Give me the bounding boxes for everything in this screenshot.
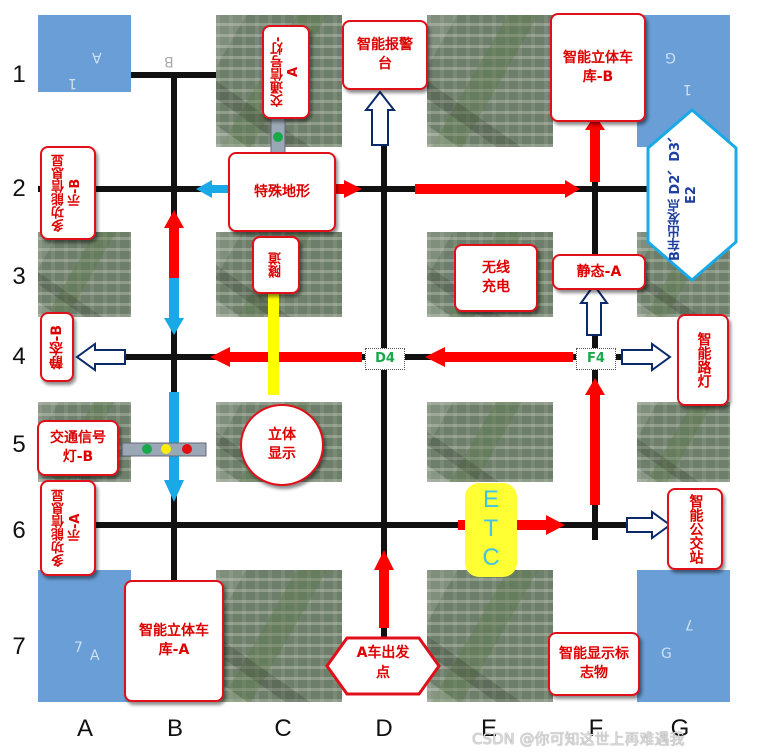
row-label-6: 6 bbox=[12, 517, 26, 544]
parking-area-a7: 7 A bbox=[38, 570, 131, 702]
red-arrow-col-d-up bbox=[374, 550, 394, 628]
outline-arrow-row4-right bbox=[621, 342, 672, 372]
static-a-box: 静态-A bbox=[552, 254, 646, 290]
signal-a-box: 交通信号灯-A bbox=[262, 25, 310, 119]
etc-gate: E T C bbox=[465, 483, 517, 577]
blue-line-col-b bbox=[164, 278, 184, 335]
b-start-hexagon bbox=[646, 108, 738, 282]
blue-arrow-row2-b bbox=[196, 180, 232, 198]
bus-stop-box: 智能公交站 bbox=[667, 488, 723, 570]
parking-label-a7: A bbox=[90, 648, 100, 664]
tunnel-label: 隧道 bbox=[268, 252, 284, 278]
special-terrain-label: 特殊地形 bbox=[254, 183, 310, 200]
road-row-6 bbox=[95, 522, 655, 528]
city-tile-e7 bbox=[427, 570, 553, 702]
node-d4: D4 bbox=[365, 348, 405, 370]
wireless-charge-label: 无线充电 bbox=[482, 260, 510, 295]
city-tile-c7 bbox=[216, 570, 342, 702]
street-light-box: 智能路灯 bbox=[677, 314, 729, 406]
etc-letter-e: E bbox=[482, 486, 499, 513]
col-label-g: G bbox=[670, 715, 690, 742]
multi-info-b-box: 多功能信息显示-B bbox=[40, 146, 96, 240]
bus-stop-label: 智能公交站 bbox=[687, 494, 704, 564]
red-arrow-col-f-top bbox=[585, 115, 605, 182]
red-arrow-row4-c bbox=[210, 347, 362, 367]
garage-a-box: 智能立体车库-A bbox=[124, 580, 224, 702]
city-tile-e5 bbox=[427, 402, 553, 482]
garage-b-label: 智能立体车库-B bbox=[563, 49, 633, 85]
outline-arrow-col-f-up bbox=[579, 283, 609, 336]
street-light-label: 智能路灯 bbox=[695, 332, 712, 388]
wireless-charge-box: 无线充电 bbox=[454, 244, 538, 312]
alarm-box: 智能报警台 bbox=[342, 20, 428, 90]
display-3d-label: 立体显示 bbox=[268, 427, 296, 462]
row-label-4: 4 bbox=[12, 343, 26, 370]
garage-b-box: 智能立体车库-B bbox=[550, 13, 646, 122]
signal-b-box: 交通信号灯-B bbox=[37, 420, 119, 476]
city-tile-e1 bbox=[427, 15, 553, 147]
row-label-7: 7 bbox=[12, 633, 26, 660]
outline-arrow-row4-left bbox=[75, 342, 126, 372]
smart-sign-box: 智能显示标志物 bbox=[548, 632, 640, 696]
static-a-label: 静态-A bbox=[576, 263, 622, 280]
yellow-bar bbox=[268, 290, 279, 395]
signal-a-label: 交通信号灯-A bbox=[271, 36, 301, 108]
parking-area-a1: A 1 bbox=[38, 15, 131, 92]
b-start-label: B车出发点 D2、D3、E2 bbox=[668, 128, 699, 262]
display-3d-box: 立体显示 bbox=[240, 404, 324, 486]
row-label-5: 5 bbox=[12, 431, 26, 458]
node-f4-label: F4 bbox=[587, 351, 605, 366]
parking-area-g7: G 7 bbox=[637, 570, 730, 702]
parking-label-g7: G bbox=[661, 646, 672, 662]
alarm-label: 智能报警台 bbox=[357, 37, 413, 72]
special-terrain-box: 特殊地形 bbox=[228, 152, 336, 232]
traffic-light-b bbox=[121, 442, 207, 457]
city-tile-g5 bbox=[637, 402, 730, 482]
road-b-top bbox=[131, 72, 216, 78]
city-tile-a3 bbox=[38, 232, 131, 317]
red-arrow-row2-e bbox=[415, 180, 580, 198]
red-arrow-col-f-up bbox=[585, 378, 605, 505]
parking-label-a7-num: 7 bbox=[74, 640, 83, 656]
multi-info-b-label: 多功能信息显示-B bbox=[52, 154, 83, 232]
garage-a-label: 智能立体车库-A bbox=[139, 623, 209, 658]
row-label-1: 1 bbox=[12, 61, 26, 88]
static-b-box: 静态-B bbox=[40, 312, 74, 382]
node-f4: F4 bbox=[576, 348, 616, 370]
etc-letter-c: C bbox=[482, 544, 500, 571]
blue-line-col-b-low bbox=[164, 392, 184, 502]
col-label-e: E bbox=[480, 715, 497, 742]
signal-b-label: 交通信号灯-B bbox=[50, 430, 106, 465]
outline-arrow-row6-right bbox=[626, 510, 672, 540]
road-col-d bbox=[381, 110, 387, 640]
row-label-2: 2 bbox=[12, 175, 26, 202]
red-arrow-col-b-up bbox=[164, 210, 184, 278]
etc-letter-t: T bbox=[483, 515, 499, 542]
outline-arrow-col-d-up bbox=[363, 90, 397, 146]
node-d4-label: D4 bbox=[375, 351, 395, 366]
col-label-a: A bbox=[76, 715, 93, 742]
tunnel-box: 隧道 bbox=[252, 236, 300, 294]
col-label-d: D bbox=[375, 715, 393, 742]
watermark: CSDN @你可知这世上再难遇我 bbox=[472, 730, 685, 748]
smart-sign-label: 智能显示标志物 bbox=[559, 646, 629, 681]
multi-info-a-box: 多功能信息显示-A bbox=[40, 480, 96, 576]
red-arrow-row4-e bbox=[425, 347, 573, 367]
static-b-label: 静态-B bbox=[48, 324, 65, 370]
row-label-3: 3 bbox=[12, 263, 26, 290]
a-start-hexagon bbox=[325, 636, 441, 696]
col-label-c: C bbox=[274, 715, 292, 742]
a-start-label: A车出发点 bbox=[356, 645, 410, 681]
multi-info-a-label: 多功能信息显示-A bbox=[52, 489, 83, 567]
col-label-f: F bbox=[588, 715, 604, 742]
col-label-b: B bbox=[166, 715, 183, 742]
